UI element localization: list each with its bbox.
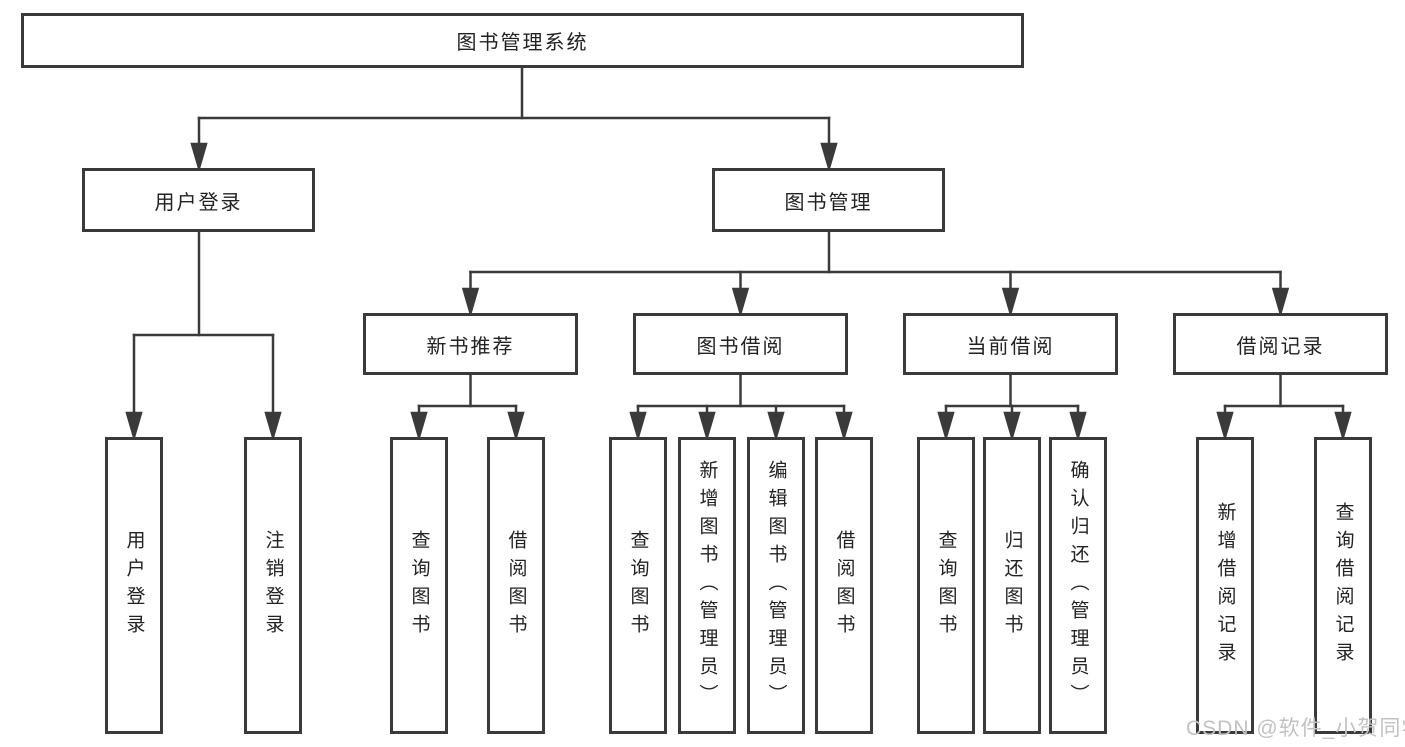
connector-current-to-leaves <box>937 373 1087 442</box>
leaf-borrow-book: 借阅图书 <box>815 437 873 734</box>
leaf-add-borrow-record: 新增借阅记录 <box>1196 437 1254 734</box>
node-root-system: 图书管理系统 <box>21 13 1024 68</box>
leaf-user-login: 用户登录 <box>105 437 163 734</box>
node-user-login-branch: 用户登录 <box>82 168 315 232</box>
leaf-borrow-query-book: 查询图书 <box>609 437 667 734</box>
connector-records-to-leaves <box>1216 373 1352 442</box>
node-book-management-branch: 图书管理 <box>712 168 945 232</box>
leaf-recommend-query-book: 查询图书 <box>390 437 448 734</box>
leaf-current-query-book: 查询图书 <box>917 437 975 734</box>
connector-login-to-leaves <box>125 230 282 442</box>
node-new-book-recommend: 新书推荐 <box>363 313 578 375</box>
leaf-logout: 注销登录 <box>244 437 302 734</box>
leaf-edit-book-admin: 编辑图书（管理员） <box>747 437 805 734</box>
leaf-confirm-return-admin: 确认归还（管理员） <box>1049 437 1107 734</box>
node-book-borrow: 图书借阅 <box>633 313 848 375</box>
connector-borrow-to-leaves <box>629 373 853 442</box>
connector-recommend-to-leaves <box>410 373 525 442</box>
csdn-watermark: CSDN @软件_小贺同学 <box>1186 717 1405 740</box>
node-current-borrow: 当前借阅 <box>903 313 1118 375</box>
leaf-recommend-borrow-book: 借阅图书 <box>487 437 545 734</box>
leaf-query-borrow-record: 查询借阅记录 <box>1314 437 1372 734</box>
connector-root-to-level2 <box>190 66 838 173</box>
node-borrow-records: 借阅记录 <box>1173 313 1388 375</box>
leaf-add-book-admin: 新增图书（管理员） <box>678 437 736 734</box>
connector-mgmt-to-level3 <box>461 230 1290 318</box>
leaf-return-book: 归还图书 <box>983 437 1041 734</box>
